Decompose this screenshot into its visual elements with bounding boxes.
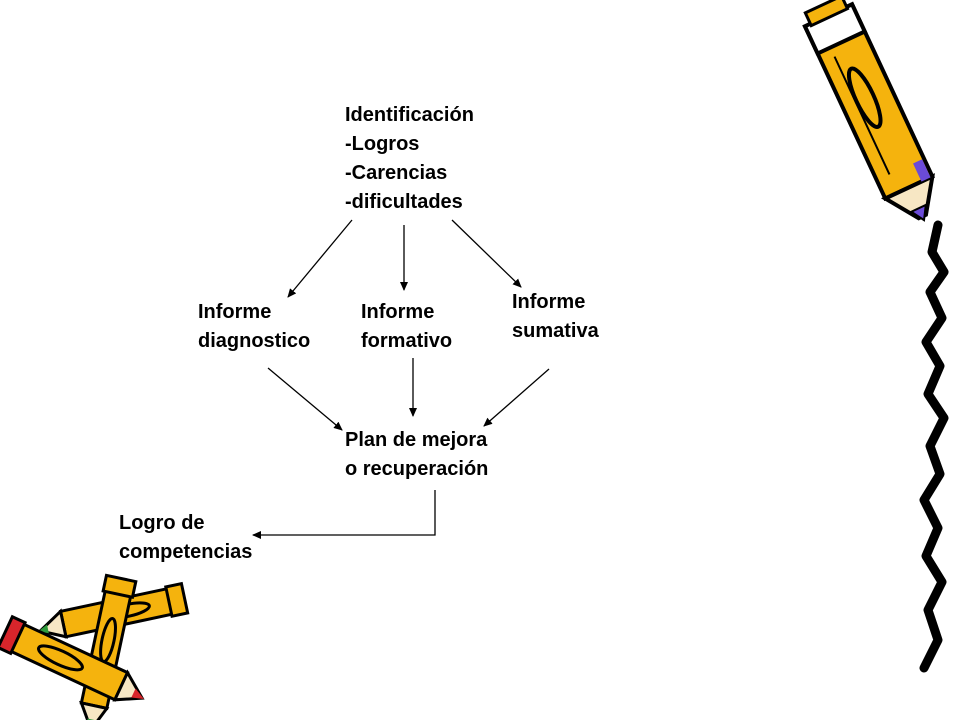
arrow-sumativa-to-plan xyxy=(483,368,550,427)
outcome-label-line1: Logro de xyxy=(119,512,205,534)
report-label-line1: Informe xyxy=(361,301,435,323)
arrow-plan-to-logro xyxy=(252,490,436,539)
plan-node: Plan de mejora o recuperación xyxy=(345,426,488,484)
report-label-line2: formativo xyxy=(361,330,453,352)
identification-item-carencias: -Carencias xyxy=(345,162,448,184)
arrow-diagnostico-to-plan xyxy=(267,367,343,431)
outcome-node: Logro de competencias xyxy=(119,509,252,567)
pencil-icon xyxy=(802,0,936,222)
arrow-ident-to-diagnostico xyxy=(287,219,353,298)
identification-node: Identificación -Logros -Carencias -dific… xyxy=(345,101,474,217)
report-label-line1: Informe xyxy=(198,301,272,323)
report-label-line1: Informe xyxy=(512,291,586,313)
squiggle-line-decoration xyxy=(919,220,949,673)
report-node-diagnostico: Informe diagnostico xyxy=(198,298,310,356)
arrow-ident-to-sumativa xyxy=(451,219,522,288)
report-label-line2: diagnostico xyxy=(198,330,311,352)
identification-item-dificultades: -dificultades xyxy=(345,191,463,213)
plan-label-line2: o recuperación xyxy=(345,458,489,480)
report-node-sumativa: Informe sumativa xyxy=(512,288,599,346)
report-node-formativo: Informe formativo xyxy=(361,298,452,356)
report-label-line2: sumativa xyxy=(512,320,599,342)
outcome-label-line2: competencias xyxy=(119,541,253,563)
pencil-icon xyxy=(0,614,145,702)
identification-item-logros: -Logros xyxy=(345,133,420,155)
plan-label-line1: Plan de mejora xyxy=(345,429,488,451)
identification-title: Identificación xyxy=(345,104,474,126)
